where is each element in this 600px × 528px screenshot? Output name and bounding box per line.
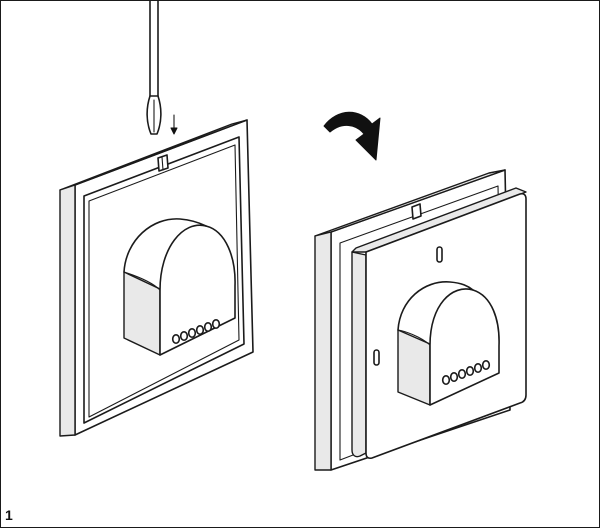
curved-arrow-icon [323, 111, 381, 161]
left-module-terminals [171, 318, 221, 344]
cover-slot-top [436, 246, 443, 263]
down-arrow-icon [170, 114, 178, 135]
cover-slot-left [373, 349, 380, 366]
step-number: 1 [5, 507, 13, 523]
screwdriver-icon [146, 0, 162, 135]
right-module-terminals [441, 359, 491, 385]
